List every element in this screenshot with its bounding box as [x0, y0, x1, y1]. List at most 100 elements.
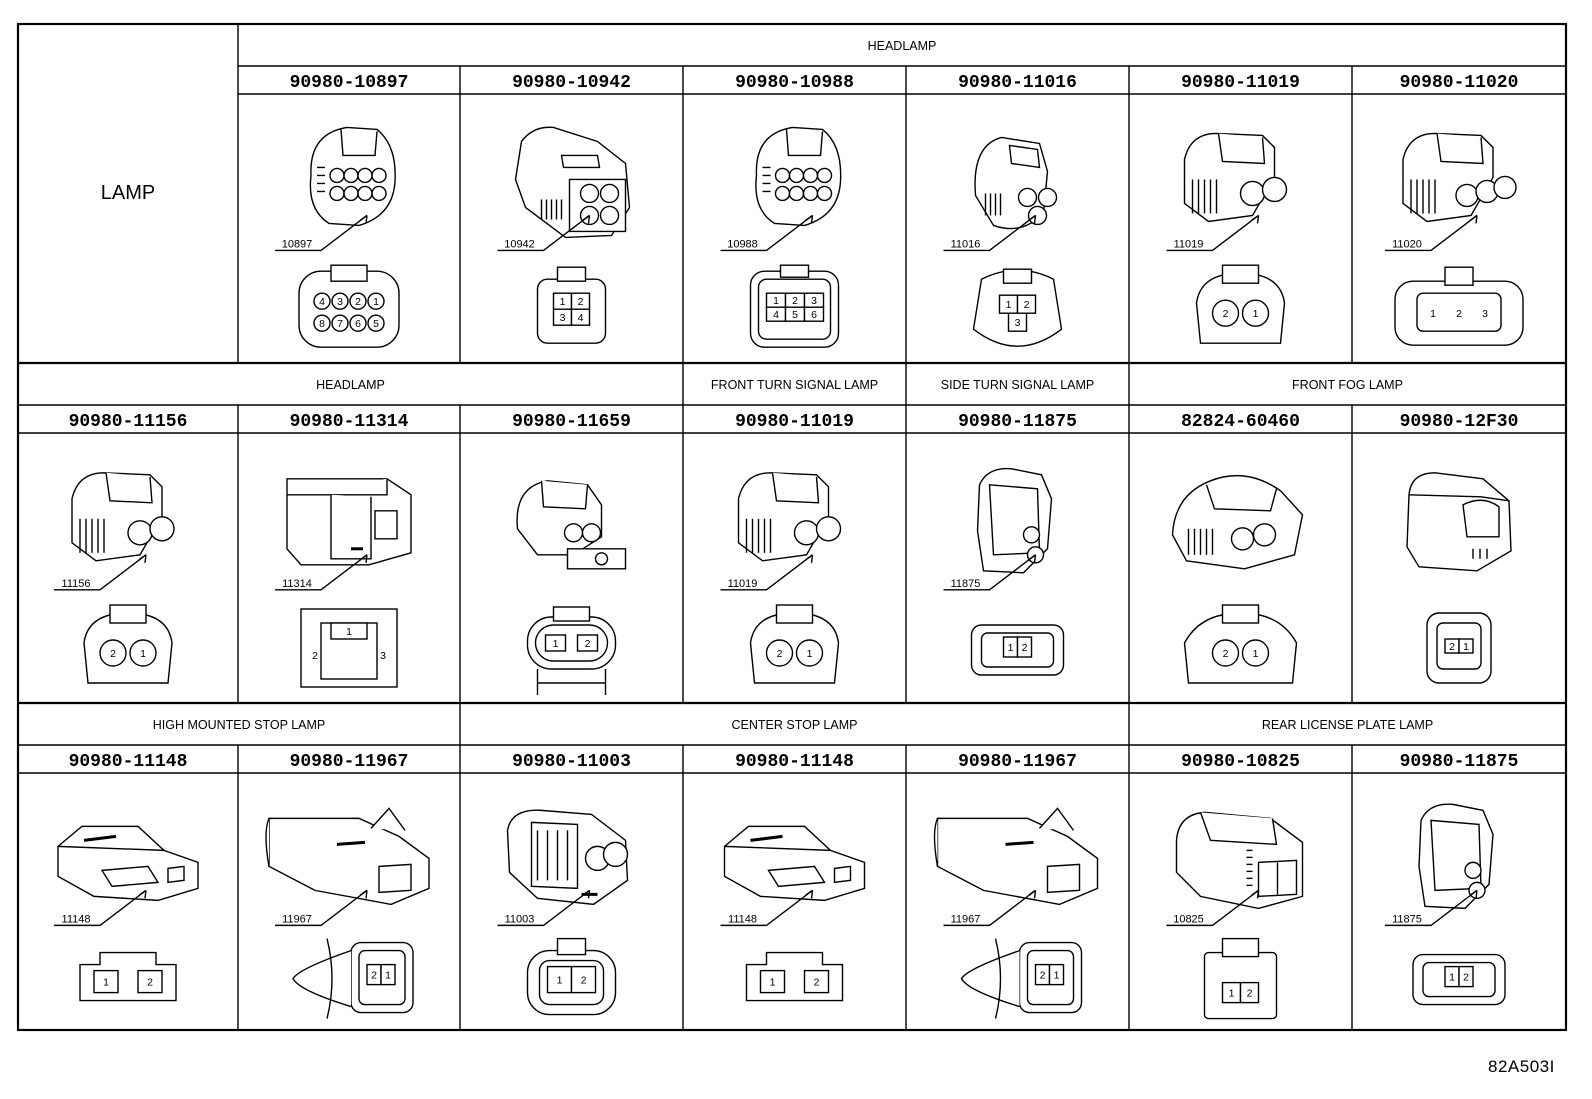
callout-label: 11003 — [505, 913, 535, 925]
channel — [330, 494, 372, 560]
pin-number: 1 — [553, 638, 559, 650]
callout-label: 10897 — [282, 238, 313, 250]
cavity — [1455, 183, 1479, 208]
cavity — [357, 185, 373, 202]
callout-arrowhead — [582, 214, 591, 224]
latch — [1205, 484, 1278, 512]
lock-arc — [994, 938, 1002, 1019]
pin-number: 1 — [385, 970, 391, 982]
group-header: CENTER STOP LAMP — [732, 718, 858, 732]
latch — [560, 154, 601, 169]
pin-number: 4 — [319, 296, 325, 308]
part-number: 90980-11875 — [1400, 752, 1519, 772]
callout-arrowhead — [1028, 889, 1037, 899]
cavity — [599, 183, 620, 204]
pin-number: 2 — [1463, 972, 1469, 984]
latch — [1002, 268, 1033, 284]
pin-number: 1 — [1430, 308, 1436, 320]
part-number: 90980-11314 — [290, 412, 409, 432]
cavity — [371, 167, 387, 184]
pin-cavity — [795, 639, 824, 667]
group-header: FRONT TURN SIGNAL LAMP — [711, 378, 878, 392]
callout-arrowhead — [359, 554, 368, 563]
pin-number: 2 — [312, 650, 318, 662]
pin-number: 1 — [1253, 308, 1259, 320]
callout-arrowhead — [138, 554, 147, 563]
cavity — [788, 167, 805, 184]
slot — [100, 865, 160, 888]
pin-number: 3 — [560, 312, 566, 324]
lock-hole — [594, 552, 609, 566]
cavity — [343, 185, 359, 202]
pin-cavity — [803, 306, 825, 322]
callout-arrowhead — [1469, 889, 1478, 899]
pin-number: 3 — [380, 650, 386, 662]
cavity — [815, 516, 842, 542]
cavity — [1017, 187, 1038, 208]
latch — [340, 129, 378, 157]
pin-number: 6 — [355, 318, 361, 330]
pin-cavity — [313, 314, 331, 332]
pin-cavity — [331, 314, 349, 332]
latch — [785, 129, 824, 157]
callout-arrowhead — [359, 889, 368, 899]
callout-label: 10988 — [727, 238, 758, 250]
cavity — [802, 185, 819, 202]
pin-number: 1 — [1253, 648, 1259, 660]
pin-number: 7 — [337, 318, 343, 330]
pin-block — [1416, 292, 1502, 332]
pin-cavity — [544, 634, 567, 652]
cavity — [1027, 205, 1048, 226]
callout-arrowhead — [1469, 214, 1478, 224]
callout-label: 11875 — [951, 578, 981, 590]
pin-number: 1 — [373, 296, 379, 308]
pin-number: 5 — [373, 318, 379, 330]
pin-cavity — [129, 639, 157, 667]
cavity — [343, 167, 359, 184]
latch — [556, 266, 587, 282]
callout-leader — [720, 889, 813, 927]
callout-label: 11016 — [951, 238, 981, 250]
pin-number: 1 — [1229, 988, 1235, 1000]
latch — [1008, 144, 1041, 169]
callout-label: 11967 — [282, 913, 312, 925]
cavity — [329, 167, 345, 184]
callout-arrowhead — [1251, 889, 1260, 899]
pin-number: 3 — [1015, 317, 1021, 329]
cavity — [774, 167, 791, 184]
cavity — [149, 516, 175, 542]
pin-cavity — [765, 639, 794, 667]
cavity — [802, 167, 819, 184]
corner-label: LAMP — [101, 182, 155, 204]
part-number: 90980-10897 — [290, 73, 409, 93]
pin-number: 1 — [140, 648, 146, 660]
pin-cavity — [1239, 981, 1260, 1004]
callout-label: 11019 — [728, 578, 758, 590]
inner — [988, 484, 1041, 556]
part-number: 90980-10988 — [735, 73, 854, 93]
pin-number: 2 — [147, 977, 153, 989]
pin-cavity — [380, 963, 396, 986]
mark — [1005, 840, 1034, 846]
part-number: 90980-11019 — [735, 412, 854, 432]
lock-arm — [960, 949, 1020, 1008]
callout-arrowhead — [359, 214, 368, 224]
latch — [370, 807, 406, 831]
pin-number: 3 — [1482, 308, 1488, 320]
pin-cavity — [570, 308, 591, 326]
callout-leader — [943, 554, 1036, 591]
window — [1046, 863, 1081, 894]
part-number: 90980-11967 — [290, 752, 409, 772]
callout-leader — [720, 554, 813, 591]
callout-arrowhead — [805, 214, 814, 224]
end — [933, 818, 939, 867]
group-header: HIGH MOUNTED STOP LAMP — [153, 718, 325, 732]
reference-code: 82A503I — [1488, 1057, 1555, 1076]
